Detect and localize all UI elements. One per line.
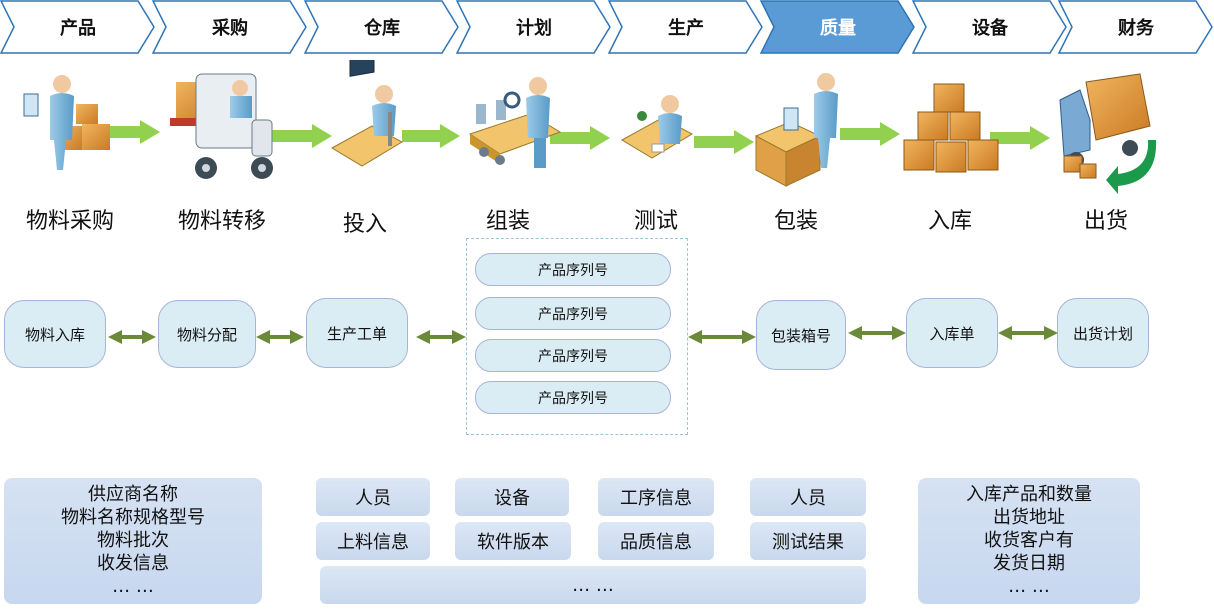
flow-arrow xyxy=(694,130,754,154)
record-inbound-order[interactable]: 入库单 xyxy=(906,298,998,368)
chip-test-result: 测试结果 xyxy=(750,522,866,560)
tab-chevron-shape xyxy=(304,0,459,54)
tab-chevron-shape xyxy=(760,0,915,54)
double-arrow xyxy=(688,330,756,344)
panel-line: 发货日期 xyxy=(993,553,1065,574)
record-work-order[interactable]: 生产工单 xyxy=(306,298,408,368)
supplier-info-panel: 供应商名称 物料名称规格型号 物料批次 收发信息 … … xyxy=(4,478,262,604)
panel-line: 物料名称规格型号 xyxy=(61,507,205,528)
tab-equipment[interactable]: 设备 xyxy=(912,0,1068,54)
delivery-truck-icon xyxy=(1059,73,1157,194)
tab-purchasing[interactable]: 采购 xyxy=(152,0,308,54)
tab-finance[interactable]: 财务 xyxy=(1058,0,1214,54)
flow-arrows xyxy=(100,120,1050,154)
tab-chevron-shape xyxy=(1058,0,1213,54)
flow-arrow xyxy=(402,124,460,148)
assembly-line-icon xyxy=(468,77,562,168)
chip-loading-info: 上料信息 xyxy=(316,522,430,560)
flow-arrow xyxy=(990,126,1050,150)
double-arrow xyxy=(416,330,466,344)
tab-label: 产品 xyxy=(60,18,96,39)
packaging-worker-icon xyxy=(754,73,838,187)
flow-arrow xyxy=(270,124,332,148)
step-label-warehousing: 入库 xyxy=(927,209,972,234)
computer-operator-icon xyxy=(330,60,404,167)
tab-chevron-shape xyxy=(456,0,611,54)
tab-label: 质量 xyxy=(820,18,856,39)
step-label-transfer: 物料转移 xyxy=(177,209,266,234)
step-label-input: 投入 xyxy=(342,212,387,237)
step-label-shipping: 出货 xyxy=(1083,209,1128,234)
serial-number-box[interactable]: 产品序列号 xyxy=(475,253,671,286)
chip-process-info: 工序信息 xyxy=(598,478,714,516)
step-label-assembly: 组装 xyxy=(485,209,530,234)
chip-equipment: 设备 xyxy=(455,478,569,516)
panel-line: 收货客户有 xyxy=(984,530,1074,551)
chip-quality-info: 品质信息 xyxy=(598,522,714,560)
tab-label: 计划 xyxy=(516,18,552,39)
flow-arrow xyxy=(100,120,160,144)
tab-chevron-shape xyxy=(608,0,763,54)
testing-station-icon xyxy=(620,95,694,159)
tab-label: 生产 xyxy=(668,18,704,39)
purchasing-worker-icon xyxy=(23,75,110,170)
box-stack-icon xyxy=(903,83,999,173)
record-packing-box-number[interactable]: 包装箱号 xyxy=(756,300,846,370)
process-flow-illustrations xyxy=(23,60,1157,194)
chip-software-version: 软件版本 xyxy=(455,522,571,560)
tab-warehouse[interactable]: 仓库 xyxy=(304,0,460,54)
tab-chevron-shape xyxy=(912,0,1067,54)
serial-number-group: 产品序列号 产品序列号 产品序列号 产品序列号 xyxy=(466,238,688,435)
forklift-icon xyxy=(170,73,273,179)
record-link-arrows xyxy=(108,326,1058,344)
chip-personnel-2: 人员 xyxy=(750,478,866,516)
serial-number-box[interactable]: 产品序列号 xyxy=(475,297,671,330)
tab-chevron-shape xyxy=(0,0,155,54)
panel-line: 出货地址 xyxy=(993,507,1065,528)
tab-label: 仓库 xyxy=(364,18,400,39)
serial-number-box[interactable]: 产品序列号 xyxy=(475,381,671,414)
panel-line: … … xyxy=(1008,576,1050,597)
panel-line: 物料批次 xyxy=(97,530,169,551)
tab-quality[interactable]: 质量 xyxy=(760,0,916,54)
panel-line: … … xyxy=(112,576,154,597)
serial-number-box[interactable]: 产品序列号 xyxy=(475,339,671,372)
flow-arrow xyxy=(840,122,900,146)
tab-label: 设备 xyxy=(972,18,1008,39)
tab-label: 财务 xyxy=(1118,18,1154,39)
double-arrow xyxy=(256,330,304,344)
panel-line: 入库产品和数量 xyxy=(966,484,1092,505)
tab-product[interactable]: 产品 xyxy=(0,0,156,54)
step-label-testing: 测试 xyxy=(633,209,678,234)
tab-planning[interactable]: 计划 xyxy=(456,0,612,54)
panel-line: 收发信息 xyxy=(97,553,169,574)
tab-chevron-shape xyxy=(152,0,307,54)
record-material-inbound[interactable]: 物料入库 xyxy=(4,300,106,368)
record-material-allocation[interactable]: 物料分配 xyxy=(158,300,256,368)
flow-arrow xyxy=(550,126,610,150)
double-arrow xyxy=(998,326,1058,340)
more-info-bar: … … xyxy=(320,566,866,604)
step-label-purchasing: 物料采购 xyxy=(25,209,114,234)
double-arrow xyxy=(848,326,906,340)
chip-personnel: 人员 xyxy=(316,478,430,516)
shipping-info-panel: 入库产品和数量 出货地址 收货客户有 发货日期 … … xyxy=(918,478,1140,604)
tab-label: 采购 xyxy=(212,18,248,39)
step-label-packaging: 包装 xyxy=(773,209,818,234)
double-arrow xyxy=(108,330,156,344)
tab-production[interactable]: 生产 xyxy=(608,0,764,54)
panel-line: 供应商名称 xyxy=(88,484,178,505)
